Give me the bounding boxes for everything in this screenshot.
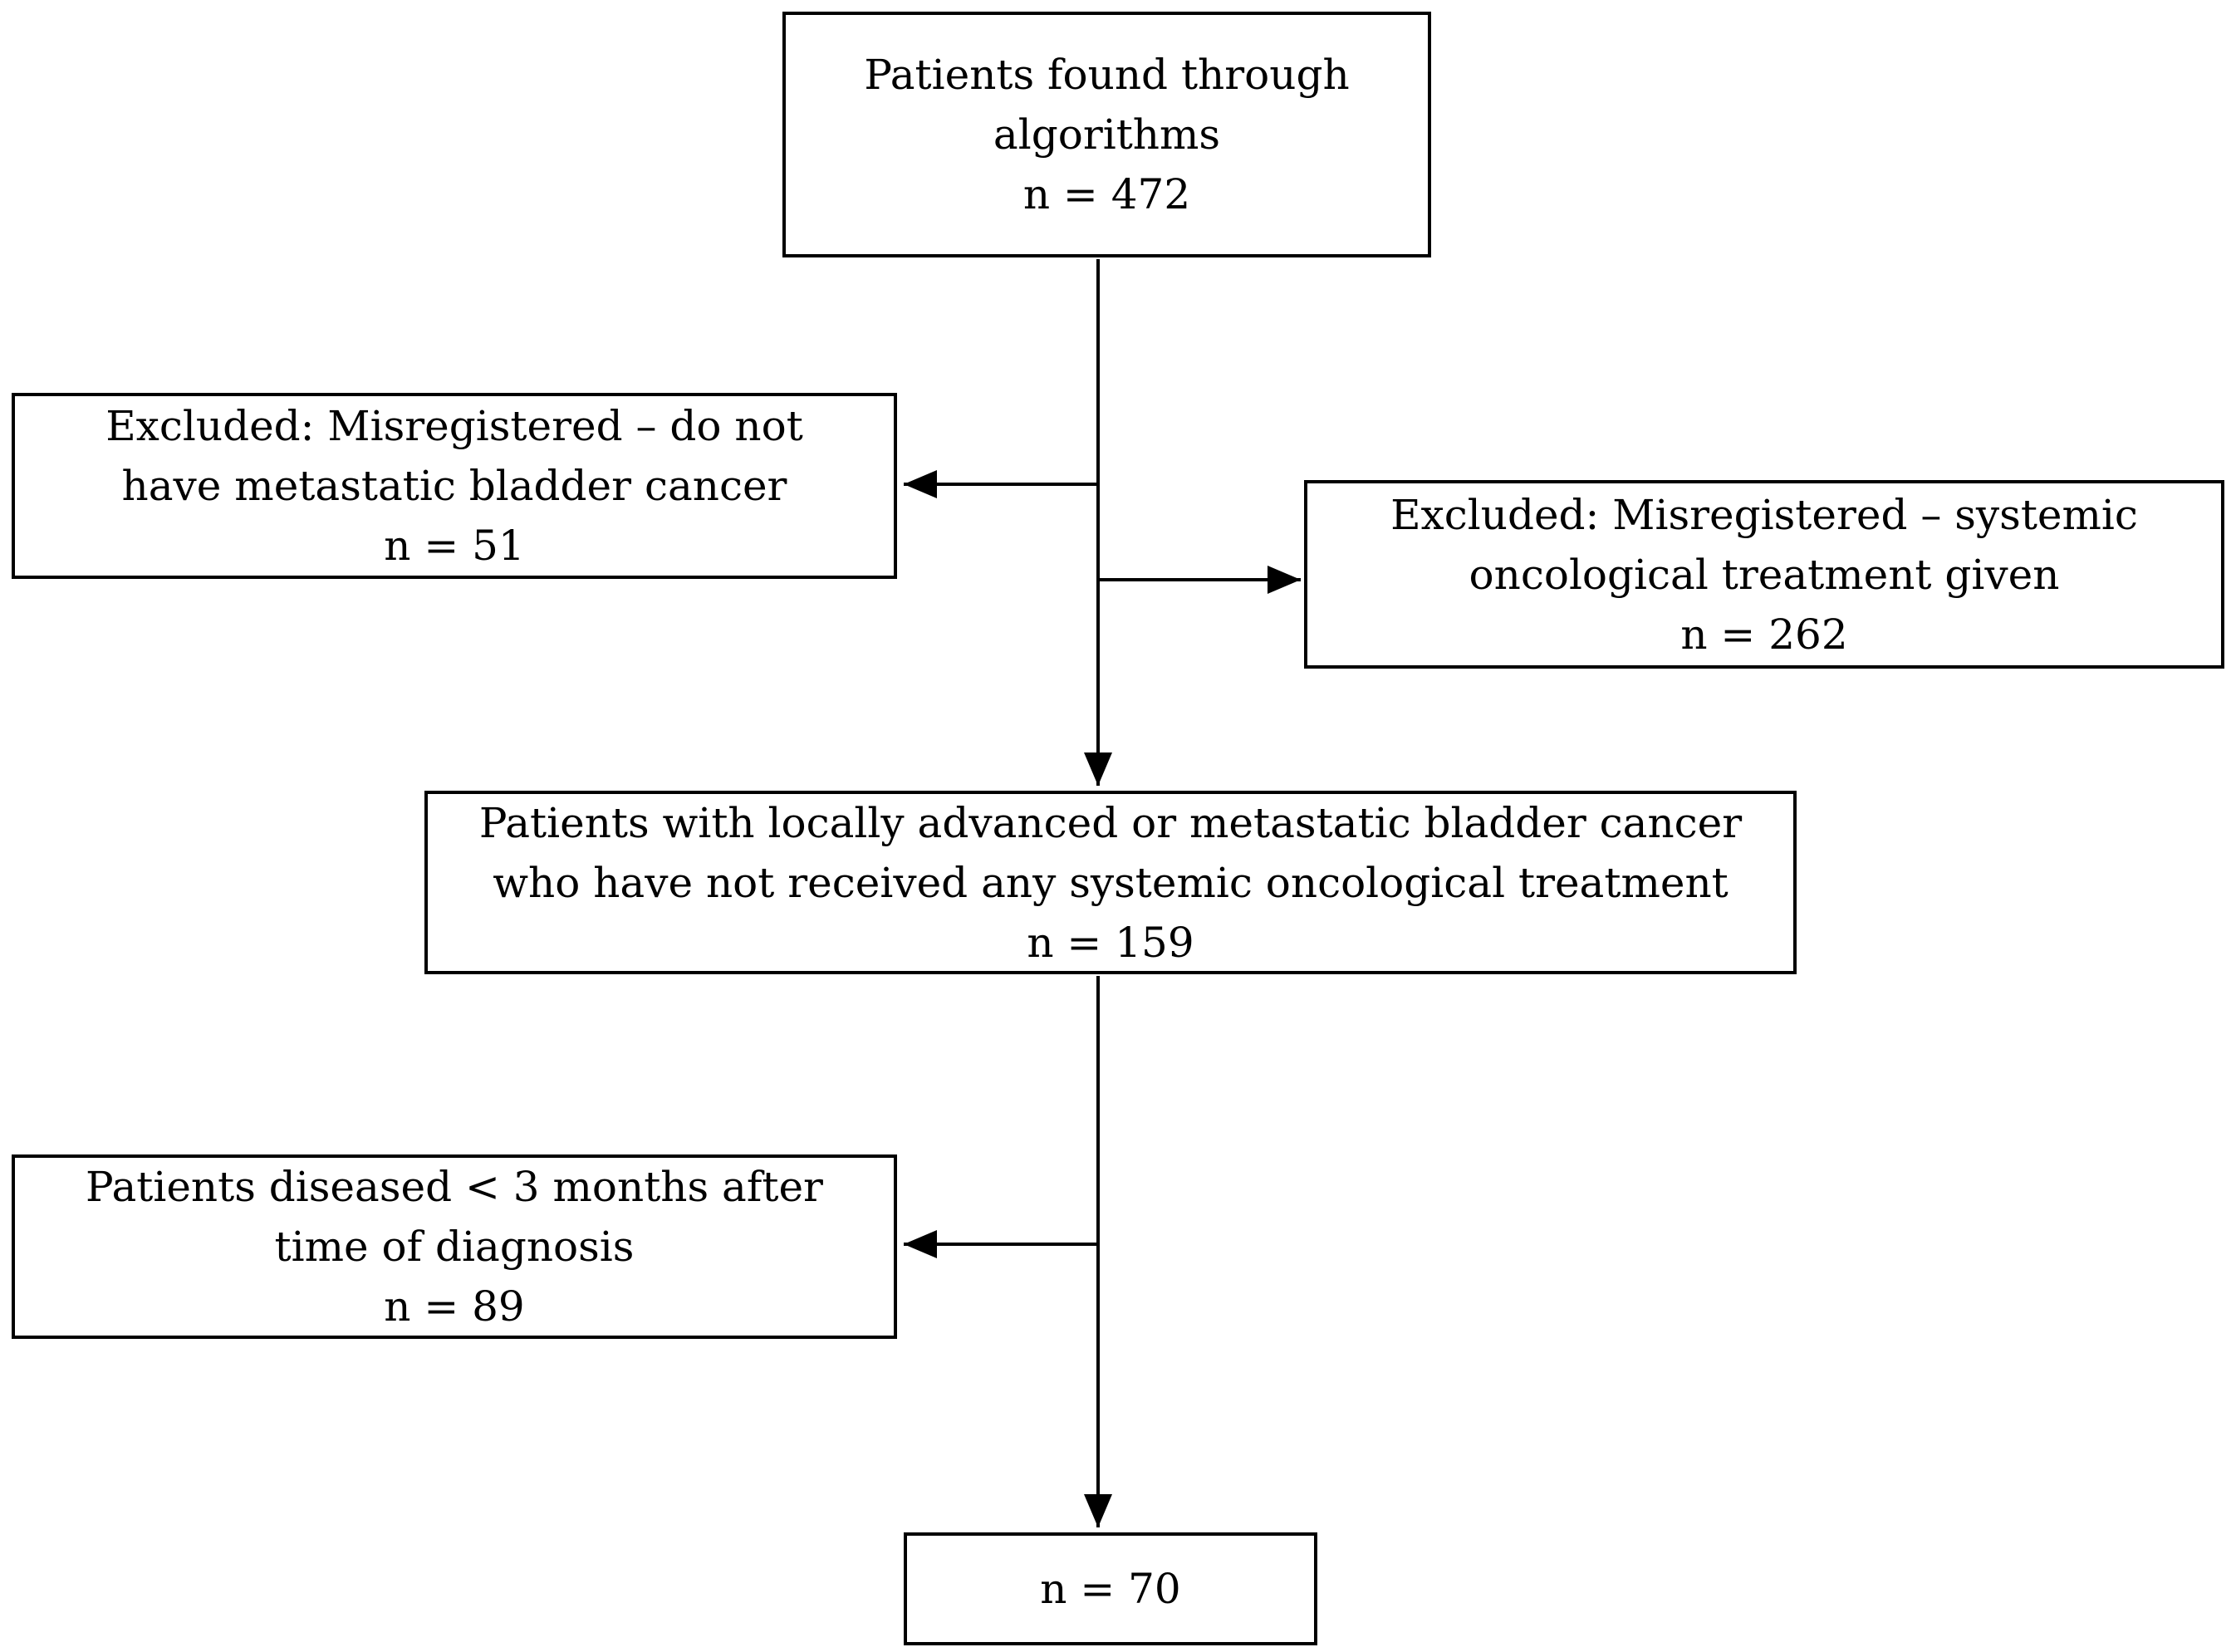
flow-line: algorithms [993, 110, 1221, 159]
flow-count: n = 472 [1022, 170, 1191, 218]
flow-line: Patients with locally advanced or metast… [478, 798, 1743, 847]
flow-box-final-cohort: n = 70 [904, 1532, 1317, 1645]
flow-count: n = 89 [384, 1282, 525, 1331]
flow-line: have metastatic bladder cancer [121, 462, 787, 510]
flow-line: who have not received any systemic oncol… [493, 858, 1728, 907]
flow-box-excluded-deceased-within-3-months: Patients diseased < 3 months after time … [12, 1154, 897, 1339]
flow-count: n = 51 [384, 522, 525, 570]
flow-line: time of diagnosis [274, 1223, 635, 1271]
flow-line: Patients diseased < 3 months after [86, 1163, 823, 1211]
flow-box-source: Patients found through algorithms n = 47… [782, 12, 1431, 257]
flow-line: Excluded: Misregistered – systemic [1390, 490, 2138, 539]
flow-line: oncological treatment given [1469, 550, 2060, 599]
flow-count: n = 262 [1680, 610, 1848, 659]
flow-count: n = 70 [1040, 1565, 1181, 1613]
flow-line: Patients found through [864, 51, 1350, 99]
flow-line: Excluded: Misregistered – do not [105, 402, 803, 450]
flow-box-eligible-untreated: Patients with locally advanced or metast… [424, 791, 1797, 974]
flow-box-excluded-systemic-treatment-given: Excluded: Misregistered – systemic oncol… [1304, 480, 2224, 669]
flow-box-excluded-no-metastatic-bladder-cancer: Excluded: Misregistered – do not have me… [12, 393, 897, 579]
flow-count: n = 159 [1027, 918, 1194, 967]
